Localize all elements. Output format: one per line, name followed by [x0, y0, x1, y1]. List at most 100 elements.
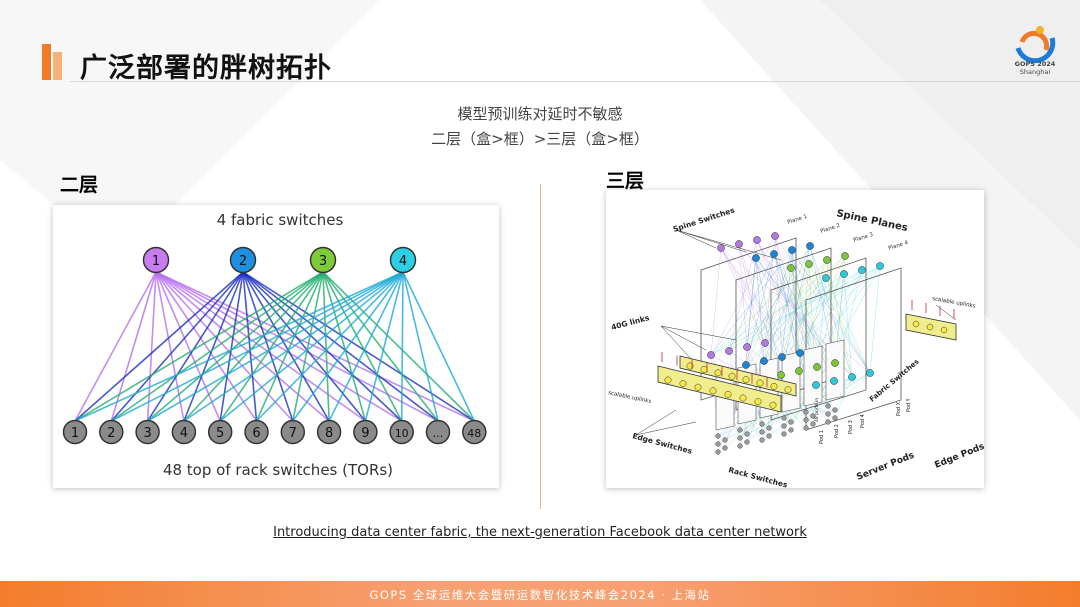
edge-switch-node	[784, 386, 792, 394]
fabric-switch-node	[848, 373, 856, 381]
edge-switch-node	[926, 323, 934, 331]
fabric-switch-label: 4	[399, 254, 407, 269]
edge-switch-node	[754, 398, 762, 406]
spine-switch-node	[752, 254, 760, 262]
fabric-switch-node	[866, 369, 874, 377]
link-line	[242, 271, 330, 422]
spine-switch-node	[822, 274, 830, 282]
spine-switch-node	[858, 266, 866, 274]
podx-label: Pod X	[896, 401, 902, 416]
fabric-link-line	[710, 247, 722, 356]
tor-switch-label: 8	[325, 426, 333, 441]
pody-label: Pod Y	[906, 397, 912, 412]
pointer-line	[635, 409, 677, 436]
rack-switch-node	[781, 431, 787, 437]
rack-switch-node	[803, 425, 809, 431]
link-line	[242, 271, 439, 422]
edge-switches-label: Edge Switches	[631, 431, 693, 456]
tor-switch-label: 7	[289, 426, 297, 441]
rack-switch-node	[759, 437, 765, 443]
rack-switch-node	[810, 413, 816, 419]
fabric-switch-circle	[389, 246, 417, 274]
rack-switch-node	[803, 409, 809, 415]
rack-switch-node	[832, 415, 838, 421]
rack-link-line	[739, 384, 817, 447]
tor-switch-label: 5	[216, 426, 224, 441]
fabric-link-line	[710, 265, 881, 356]
link-line	[292, 271, 404, 422]
tor-switch-node: ...	[425, 419, 451, 445]
fabric-switch-node	[725, 347, 733, 355]
edge-switch-node	[686, 362, 694, 370]
rack-switch-node	[722, 437, 728, 443]
link-line	[402, 271, 476, 422]
rack-switch-node	[788, 427, 794, 433]
tor-switch-circle	[353, 419, 378, 445]
link-line	[155, 271, 221, 422]
reference-link[interactable]: Introducing data center fabric, the next…	[273, 525, 807, 540]
fabric-switch-node	[778, 353, 786, 361]
fabric-switch-label: 2	[239, 254, 247, 269]
link-line	[242, 271, 258, 422]
fabric-switch-node: 1	[142, 246, 170, 274]
fabric-switch-node	[796, 349, 804, 357]
fabric-switch-node	[830, 377, 838, 385]
rack-switch-node	[759, 429, 765, 435]
link-line	[219, 271, 404, 422]
rack-switch-node	[744, 431, 750, 437]
spine-planes-label: Spine Planes	[835, 208, 908, 234]
edge-switch-node	[912, 320, 920, 328]
spine-switch-node	[841, 252, 849, 260]
edge-switch-node	[679, 380, 687, 388]
three-tier-diagram: Spine Planes Spine Switches Plane 1 Plan…	[606, 190, 984, 488]
pointer-line	[675, 229, 782, 261]
ports-label: 48 ports in	[814, 398, 820, 422]
logo-line1: GOPS 2024	[1014, 60, 1056, 68]
rack-switches-label: Rack Switches	[727, 465, 788, 488]
plane1-label: Plane 1	[787, 214, 808, 226]
tor-switch-circle	[244, 419, 269, 445]
plane4-label: Plane 4	[888, 240, 910, 252]
link-line	[147, 271, 404, 422]
logo-line2: Shanghai	[1019, 68, 1051, 76]
tor-switch-circle	[207, 419, 233, 445]
tor-switch-circle	[316, 419, 342, 445]
footer-text: GOPS 全球运维大会暨研运数智化技术峰会2024 · 上海站	[369, 588, 711, 602]
tor-switch-node: 8	[316, 419, 342, 445]
tor-switch-circle	[135, 419, 160, 445]
link-line	[322, 271, 367, 422]
fabric-nodes	[661, 232, 955, 455]
edge-switch-node	[700, 365, 708, 373]
tor-switch-label: 2	[107, 426, 115, 441]
link-line	[74, 271, 404, 422]
spine-switch-node	[876, 262, 884, 270]
rack-link-line	[827, 372, 871, 415]
link-line	[322, 271, 403, 422]
link-lines	[74, 271, 476, 422]
scalable-uplinks-right-label: scalable uplinks	[932, 296, 976, 310]
rack-switch-node	[715, 449, 721, 455]
link-line	[155, 271, 475, 422]
title-accent	[42, 44, 62, 80]
tor-switch-label: 48	[467, 427, 481, 440]
fabric-link-line	[710, 263, 810, 356]
tor-switch-node: 5	[207, 419, 233, 445]
link-line	[110, 271, 157, 422]
title-divider	[70, 81, 1080, 82]
tor-switch-label: 6	[252, 426, 260, 441]
fabric-switch-node	[761, 339, 769, 347]
spine-switch-node	[770, 250, 778, 258]
tor-switch-node: 9	[353, 419, 378, 445]
spine-switch-node	[823, 256, 831, 264]
tor-switch-label: 3	[143, 426, 151, 441]
footer-bar: GOPS 全球运维大会暨研运数智化技术峰会2024 · 上海站	[0, 581, 1080, 607]
vertical-divider	[540, 184, 541, 509]
edge-switch-node	[728, 372, 736, 380]
page-title: 广泛部署的胖树拓扑	[80, 53, 332, 84]
links-40g-label: 40G links	[610, 313, 651, 332]
fabric-switch-node	[760, 357, 768, 365]
link-line	[147, 271, 324, 422]
pointer-line	[935, 304, 957, 321]
